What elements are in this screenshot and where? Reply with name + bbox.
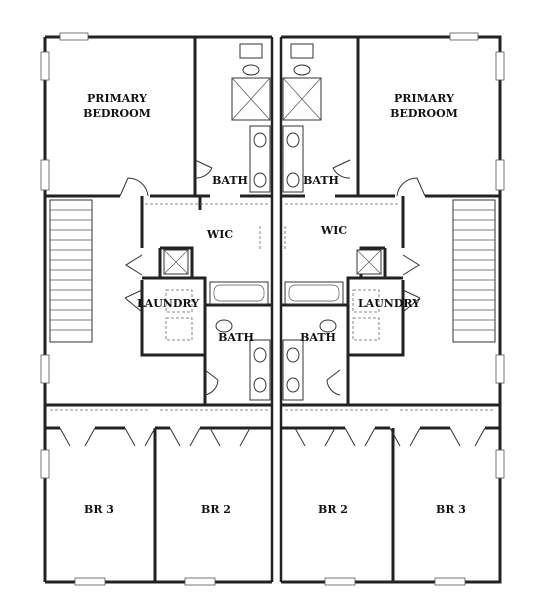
- shower-left: [231, 43, 271, 121]
- stairs-left: [49, 199, 93, 343]
- bath-mid-left-label: BATH: [218, 331, 254, 344]
- wic-left-label: WIC: [206, 228, 233, 241]
- bath-mid-right-label: BATH: [300, 331, 336, 344]
- br3-right-label: BR 3: [436, 503, 466, 516]
- primary-bedroom-left-label-line1: PRIMARY: [87, 92, 147, 105]
- stairs-right: [452, 199, 496, 343]
- primary-bedroom-right-label-line2: BEDROOM: [390, 107, 458, 120]
- tub-left: [209, 281, 271, 401]
- exterior-wall: [43, 35, 502, 584]
- door-swings: [59, 159, 486, 447]
- br2-right-label: BR 2: [318, 503, 348, 516]
- windows: [40, 32, 505, 586]
- laundry-appliances-right: [352, 249, 382, 341]
- primary-bedroom-right-label-line1: PRIMARY: [394, 92, 454, 105]
- laundry-right-label: LAUNDRY: [358, 297, 420, 310]
- br3-left-label: BR 3: [84, 503, 114, 516]
- shower-right: [282, 43, 322, 121]
- primary-bedroom-left-label-line2: BEDROOM: [83, 107, 151, 120]
- laundry-left-label: LAUNDRY: [137, 297, 199, 310]
- tub-right: [282, 281, 344, 401]
- interior-walls-left: [45, 37, 272, 582]
- bath-upper-left-label: BATH: [212, 174, 248, 187]
- vanity-upper-left: [249, 125, 271, 193]
- wic-right-label: WIC: [320, 224, 347, 237]
- laundry-appliances-left: [163, 249, 193, 341]
- br2-left-label: BR 2: [201, 503, 231, 516]
- room-labels: PRIMARY BEDROOM PRIMARY BEDROOM BATH BAT…: [83, 92, 466, 516]
- vanity-upper-right: [282, 125, 304, 193]
- closet-lines: [50, 203, 495, 411]
- interior-walls-right: [281, 37, 500, 582]
- bath-upper-right-label: BATH: [303, 174, 339, 187]
